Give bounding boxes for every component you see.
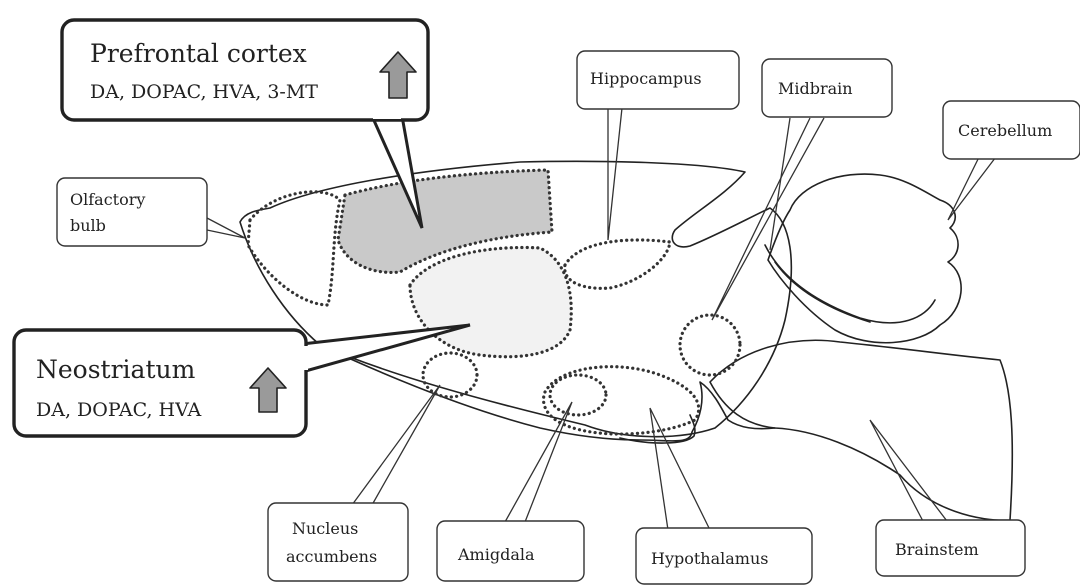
olfactory-label-line2: bulb	[70, 216, 106, 235]
olfactory-pointer	[207, 218, 245, 238]
brainstem-pointer	[870, 420, 950, 525]
olfactory-label-box	[57, 178, 207, 246]
hippocampus-label: Hippocampus	[590, 69, 702, 88]
nucleus-pointer	[352, 385, 440, 505]
prefrontal-callout-title: Prefrontal cortex	[90, 39, 307, 68]
cerebellum-label: Cerebellum	[958, 121, 1052, 140]
nucleus-label-line2: accumbens	[286, 547, 377, 566]
midbrain-region	[680, 315, 740, 375]
neostriatum-callout-title: Neostriatum	[36, 355, 196, 384]
nucleus-label-line1: Nucleus	[292, 519, 358, 538]
hypothalamus-lobe	[620, 415, 695, 443]
nucleus-label-box	[268, 503, 408, 581]
olfactory-region	[248, 192, 340, 305]
neostriatum-callout-tail	[302, 325, 470, 372]
neostriatum-callout-tail-mask	[298, 346, 308, 370]
midbrain-pointer	[712, 118, 824, 320]
prefrontal-callout-box	[62, 20, 428, 120]
hippocampus-pointer	[608, 108, 622, 240]
amigdala-region	[550, 375, 606, 415]
olfactory-label-line1: Olfactory	[70, 190, 145, 209]
prefrontal-callout-metabolites: DA, DOPAC, HVA, 3-MT	[90, 81, 318, 103]
brainstem-outline	[710, 340, 1012, 520]
brainstem-label: Brainstem	[895, 540, 979, 559]
midbrain-label: Midbrain	[778, 79, 853, 98]
cerebellum-outline	[768, 174, 961, 343]
amigdala-label: Amigdala	[457, 545, 535, 564]
ventral-outline	[320, 345, 775, 441]
prefrontal-callout-tail-mask	[373, 110, 401, 119]
amigdala-pointer	[505, 402, 572, 522]
hippocampus-region	[565, 240, 670, 288]
neostriatum-region	[410, 247, 571, 356]
hypothalamus-label: Hypothalamus	[651, 549, 768, 568]
neostriatum-callout-metabolites: DA, DOPAC, HVA	[36, 399, 202, 421]
